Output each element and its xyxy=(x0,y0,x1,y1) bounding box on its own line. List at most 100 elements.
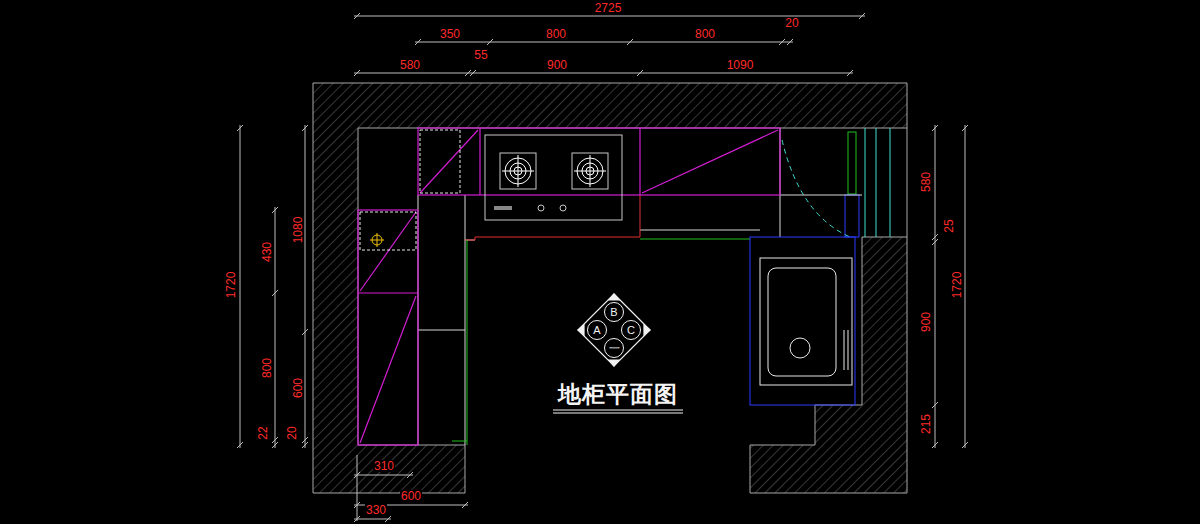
base-cabinet xyxy=(639,128,640,195)
base-cabinet xyxy=(420,130,478,193)
title-underline xyxy=(553,410,683,413)
dimension-value: 900 xyxy=(546,59,568,71)
dimension-value: 25 xyxy=(943,218,955,233)
dimension-value: 600 xyxy=(400,490,422,502)
wall-hatch xyxy=(358,445,465,493)
dimension-lines xyxy=(354,73,853,74)
counter-edge xyxy=(640,239,750,240)
counter-outline xyxy=(465,195,466,445)
dimension-value: 800 xyxy=(545,28,567,40)
view-compass xyxy=(578,325,584,335)
gas-stove xyxy=(502,171,534,172)
wall-outline xyxy=(358,128,907,445)
base-cabinet xyxy=(642,130,778,193)
base-cabinet xyxy=(479,128,480,195)
dimension-lines xyxy=(354,516,391,522)
dimension-lines xyxy=(965,125,966,448)
dimension-value: 20 xyxy=(286,425,298,440)
window xyxy=(890,128,891,237)
dimension-lines xyxy=(415,39,793,45)
counter-edge xyxy=(467,240,468,445)
window xyxy=(876,128,877,237)
sink xyxy=(750,237,855,405)
compass-circle: A xyxy=(587,320,607,340)
dimension-lines xyxy=(354,475,413,476)
view-compass xyxy=(609,360,619,366)
dimension-lines xyxy=(357,455,358,521)
counter-outline xyxy=(418,128,862,445)
wall-hatch xyxy=(313,128,358,493)
dimension-value: 1720 xyxy=(951,271,963,300)
counter-edge xyxy=(465,195,640,240)
gas-stove xyxy=(560,205,566,211)
view-compass xyxy=(609,294,619,300)
dimension-lines xyxy=(354,472,413,478)
gas-stove xyxy=(485,135,622,220)
window xyxy=(865,128,866,237)
counter-outline xyxy=(640,230,760,231)
dimension-lines xyxy=(302,125,308,448)
dashed-cabinet xyxy=(360,212,416,250)
sink xyxy=(760,258,852,385)
compass-letter: A xyxy=(593,325,600,336)
window xyxy=(782,128,890,237)
compass-letter: C xyxy=(627,325,635,336)
wall-hatch xyxy=(750,445,862,493)
dimension-lines xyxy=(415,42,793,43)
dimension-value: 800 xyxy=(694,28,716,40)
dimension-value: 330 xyxy=(365,504,387,516)
wall-outline xyxy=(313,83,907,493)
counter-outline xyxy=(780,195,862,196)
view-compass xyxy=(644,325,650,335)
gas-meter xyxy=(377,233,378,247)
gas-meter xyxy=(370,233,384,247)
dimension-lines xyxy=(237,125,243,448)
counter-edge xyxy=(452,195,750,445)
wall-hatch xyxy=(313,83,907,128)
counter-outline xyxy=(418,330,465,331)
dimension-value: 1720 xyxy=(225,271,237,300)
gas-stove xyxy=(538,205,544,211)
compass-letter: 一 xyxy=(609,343,620,354)
gas-stove xyxy=(500,153,536,189)
sink xyxy=(768,268,836,376)
dimension-lines xyxy=(935,125,936,448)
title-underline xyxy=(553,413,683,414)
wall-hatch xyxy=(815,405,862,445)
base-cabinet xyxy=(360,212,416,291)
window xyxy=(845,195,859,237)
sink xyxy=(790,338,810,358)
dimension-value: 55 xyxy=(473,49,488,61)
gas-stove xyxy=(485,135,622,220)
dimension-value: 430 xyxy=(261,241,273,263)
dimension-value: 22 xyxy=(257,425,269,440)
dimension-lines xyxy=(354,70,853,76)
gas-stove xyxy=(574,171,606,172)
sink xyxy=(844,330,845,370)
base-cabinet xyxy=(418,128,780,195)
compass-circle: B xyxy=(604,302,624,322)
drawing-title: 地柜平面图 xyxy=(558,382,678,407)
dimension-value: 580 xyxy=(399,59,421,71)
view-compass xyxy=(578,294,650,366)
gas-stove xyxy=(572,153,608,189)
dimension-lines xyxy=(237,13,968,522)
base-cabinet xyxy=(360,296,416,443)
compass-circle: 一 xyxy=(604,338,624,358)
dimension-value: 215 xyxy=(920,413,932,435)
dimension-lines xyxy=(305,125,306,448)
dimension-lines xyxy=(240,125,241,448)
dimension-value: 350 xyxy=(439,28,461,40)
dimension-value: 310 xyxy=(373,460,395,472)
dimension-lines xyxy=(354,519,391,520)
wall-hatch xyxy=(313,83,907,493)
base-cabinet xyxy=(358,128,780,445)
dimension-value: 2725 xyxy=(594,2,623,14)
wall-hatch xyxy=(862,237,907,493)
dimension-value: 20 xyxy=(784,17,799,29)
dimension-value: 600 xyxy=(292,377,304,399)
compass-circle: C xyxy=(621,320,641,340)
dashed-cabinet xyxy=(360,130,460,250)
gas-stove xyxy=(494,206,512,210)
